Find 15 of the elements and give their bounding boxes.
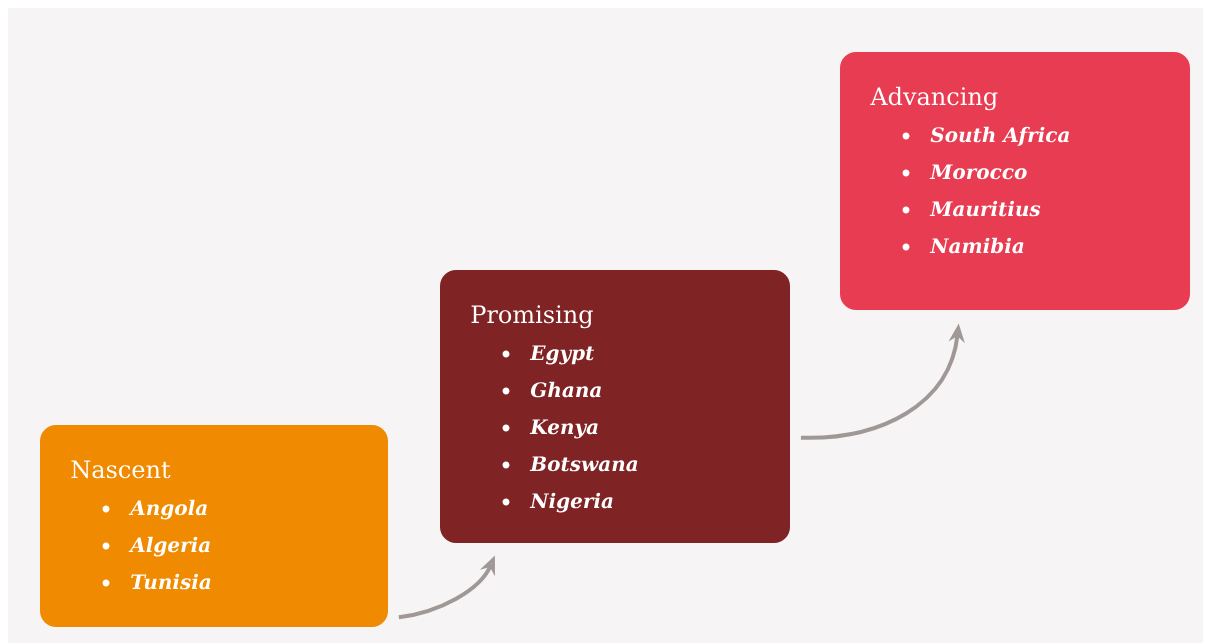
stage-heading: Promising	[471, 305, 593, 329]
bullet-item: Egypt	[529, 345, 595, 365]
bullet-item: South Africa	[930, 126, 1069, 146]
bullet-item: Namibia	[929, 237, 1024, 254]
bullet-item: Angola	[128, 499, 207, 520]
bullet-item: Nigeria	[529, 492, 613, 513]
bullet-item: Kenya	[529, 419, 598, 439]
bullet-item: Morocco	[929, 164, 1027, 180]
bullet-item: Tunisia	[131, 573, 211, 590]
stage-heading: Advancing	[870, 86, 998, 111]
bullet-item: Ghana	[530, 381, 601, 398]
bullet-item: Algeria	[128, 536, 210, 557]
stage-heading: Nascent	[71, 460, 171, 479]
bullet-item: Botswana	[529, 456, 638, 472]
bullet-item: Mauritius	[929, 200, 1041, 217]
